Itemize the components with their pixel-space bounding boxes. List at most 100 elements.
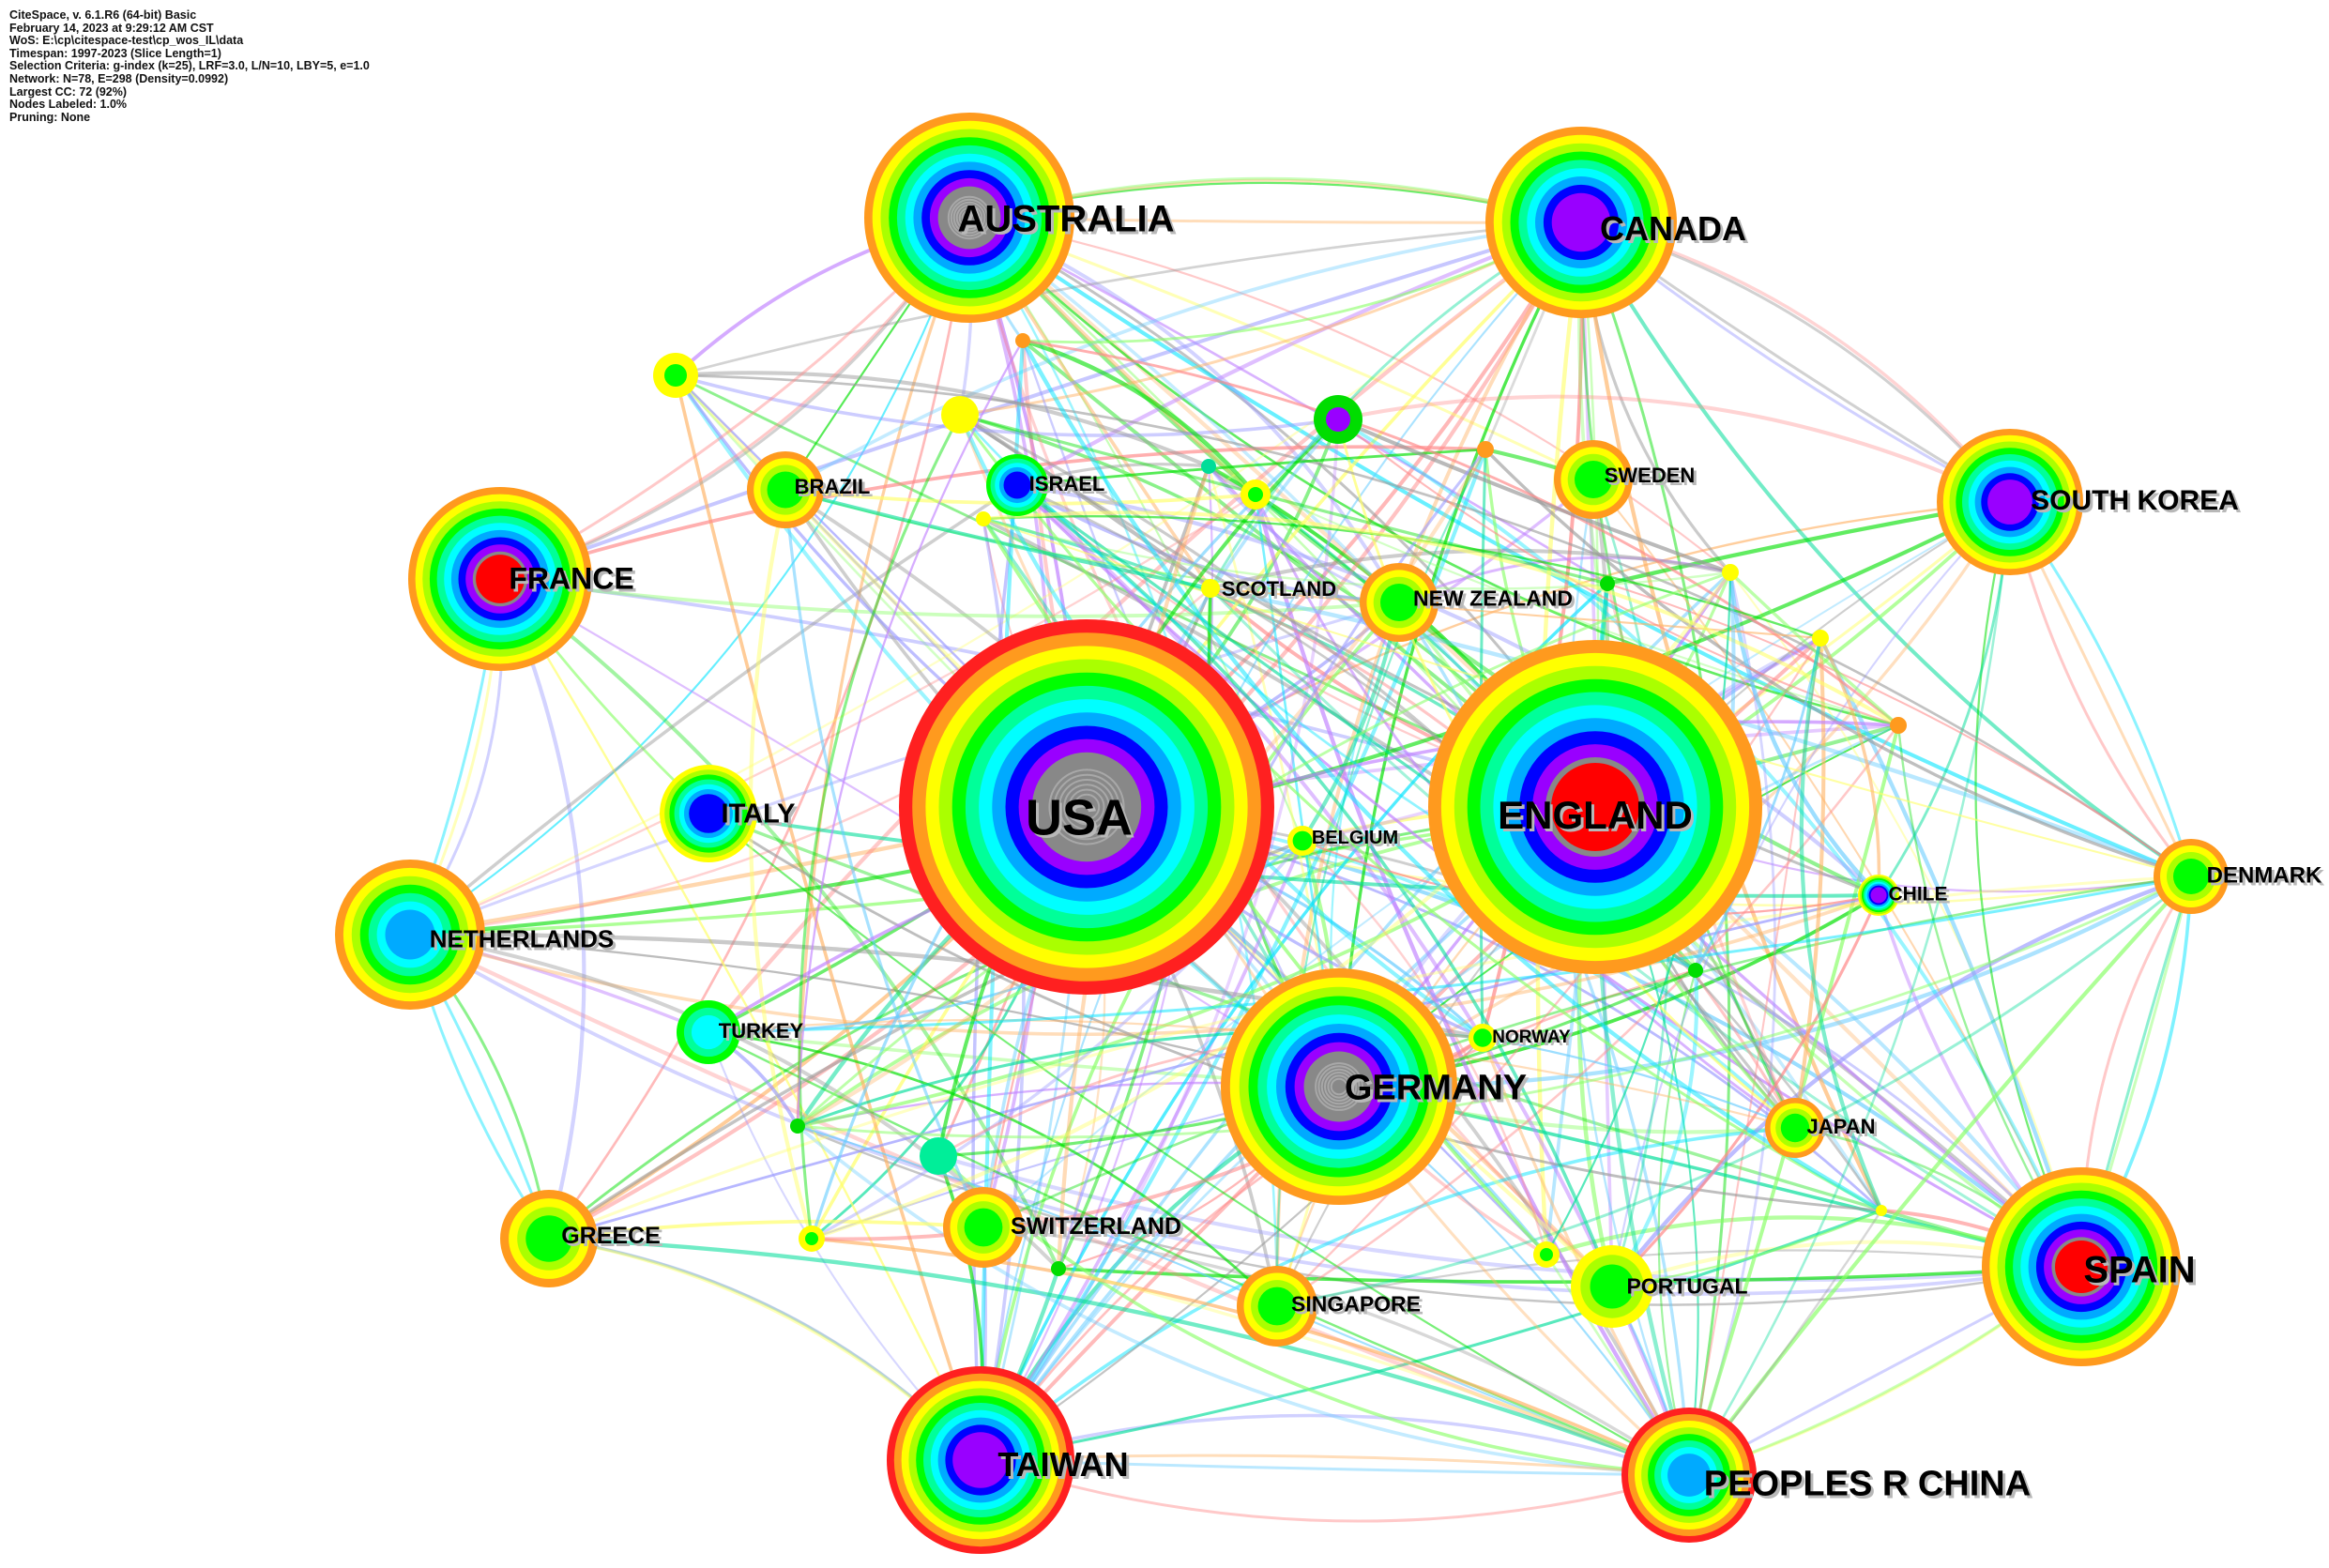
- node-label-portugal: PORTUGAL: [1626, 1273, 1747, 1298]
- minor-node-ring: [1722, 564, 1739, 581]
- network-edge: [499, 445, 1486, 581]
- minor-node-ring: [1201, 459, 1216, 474]
- minor-node-core: [805, 1232, 818, 1245]
- node-netherlands[interactable]: [335, 860, 485, 1010]
- node-norway[interactable]: [1469, 1024, 1497, 1052]
- minor-node[interactable]: [790, 1119, 805, 1134]
- node-core-ring: [1073, 793, 1101, 821]
- node-switzerland[interactable]: [943, 1187, 1024, 1268]
- network-edge: [675, 373, 2192, 878]
- node-brazil[interactable]: [747, 451, 824, 528]
- node-belgium[interactable]: [1287, 826, 1317, 856]
- node-core: [1581, 467, 1606, 492]
- minor-node-core: [664, 364, 687, 387]
- network-nodes: [335, 113, 2229, 1554]
- node-core-ring: [961, 209, 978, 226]
- node-turkey[interactable]: [677, 1000, 740, 1064]
- node-germany[interactable]: [1221, 968, 1457, 1205]
- node-label-japan: JAPAN: [1807, 1115, 1876, 1138]
- node-spain[interactable]: [1982, 1167, 2181, 1366]
- minor-node[interactable]: [1600, 576, 1615, 591]
- minor-node-ring: [1015, 333, 1030, 348]
- node-china[interactable]: [1621, 1408, 1757, 1543]
- node-core: [946, 194, 993, 241]
- node-core-ring: [1315, 1062, 1363, 1111]
- node-label-sweden: SWEDEN: [1605, 464, 1696, 487]
- network-edge: [409, 933, 2082, 1296]
- network-edge: [1336, 418, 2083, 1268]
- minor-node[interactable]: [1015, 333, 1030, 348]
- network-edge: [1398, 556, 1731, 604]
- minor-node[interactable]: [1314, 395, 1362, 444]
- node-label-greece: GREECE: [561, 1223, 661, 1249]
- network-edge: [982, 517, 1731, 590]
- node-france[interactable]: [408, 487, 592, 671]
- minor-node[interactable]: [1722, 564, 1739, 581]
- node-sweden[interactable]: [1554, 440, 1633, 519]
- network-edge: [979, 419, 1340, 1461]
- node-chile[interactable]: [1858, 875, 1899, 916]
- node-canada[interactable]: [1485, 127, 1677, 318]
- minor-node-ring: [1688, 963, 1703, 978]
- node-newzealand[interactable]: [1360, 563, 1438, 642]
- network-edge: [408, 483, 1018, 936]
- network-edge: [797, 500, 2012, 1128]
- node-label-shadow: SCOTLAND: [1225, 580, 1339, 603]
- node-southkorea[interactable]: [1937, 429, 2083, 575]
- network-edge: [1276, 637, 1821, 1307]
- node-label-newzealand: NEW ZEALAND: [1413, 586, 1573, 610]
- meta-line: February 14, 2023 at 9:29:12 AM CST: [9, 21, 214, 35]
- node-denmark[interactable]: [2154, 839, 2229, 914]
- node-taiwan[interactable]: [887, 1366, 1074, 1554]
- minor-node[interactable]: [976, 511, 991, 526]
- minor-node[interactable]: [1812, 630, 1829, 647]
- network-edge: [409, 601, 1400, 936]
- minor-node[interactable]: [1876, 1205, 1887, 1216]
- node-core: [1551, 763, 1639, 851]
- minor-node[interactable]: [1241, 480, 1271, 510]
- node-scotland[interactable]: [1201, 579, 1220, 598]
- node-usa[interactable]: [899, 619, 1274, 995]
- network-edge: [1606, 583, 2192, 877]
- node-label-turkey: TURKEY: [719, 1019, 804, 1043]
- node-portugal[interactable]: [1571, 1245, 1653, 1328]
- minor-node[interactable]: [1201, 459, 1216, 474]
- network-edge: [1610, 874, 2192, 1288]
- node-core: [1008, 476, 1027, 495]
- node-england[interactable]: [1428, 640, 1762, 974]
- minor-node[interactable]: [1533, 1241, 1560, 1268]
- minor-node[interactable]: [1477, 441, 1494, 458]
- minor-node-core: [1540, 1248, 1553, 1261]
- node-australia[interactable]: [864, 113, 1074, 323]
- minor-node[interactable]: [941, 396, 979, 434]
- minor-node[interactable]: [1051, 1261, 1066, 1276]
- node-core-ring: [1058, 779, 1115, 835]
- node-core: [1265, 1294, 1289, 1318]
- node-greece[interactable]: [500, 1190, 598, 1287]
- network-edge: [1021, 339, 1883, 1212]
- meta-line: Largest CC: 72 (92%): [9, 84, 128, 99]
- network-edge: [1058, 1267, 1690, 1477]
- node-japan[interactable]: [1765, 1098, 1825, 1158]
- node-core-ring: [1320, 1068, 1358, 1105]
- node-label-shadow: ENGLAND: [1500, 796, 1696, 840]
- minor-node[interactable]: [1688, 963, 1703, 978]
- node-italy[interactable]: [660, 765, 757, 862]
- node-label-shadow: SWEDEN: [1607, 466, 1698, 490]
- network-edge: [958, 413, 1212, 590]
- node-core: [1674, 1460, 1704, 1490]
- network-edge: [748, 489, 814, 1240]
- minor-node[interactable]: [920, 1137, 957, 1175]
- minor-node[interactable]: [799, 1225, 825, 1252]
- node-label-shadow: CHILE: [1892, 887, 1951, 908]
- node-singapore[interactable]: [1237, 1266, 1317, 1347]
- node-core: [1599, 1273, 1625, 1300]
- network-edge: [958, 414, 1882, 1212]
- network-edge: [409, 217, 970, 936]
- node-core-ring: [955, 204, 983, 232]
- minor-node[interactable]: [1890, 717, 1907, 734]
- node-label-china: PEOPLES R CHINA: [1704, 1465, 2031, 1504]
- node-israel[interactable]: [986, 454, 1048, 516]
- minor-node[interactable]: [653, 353, 698, 398]
